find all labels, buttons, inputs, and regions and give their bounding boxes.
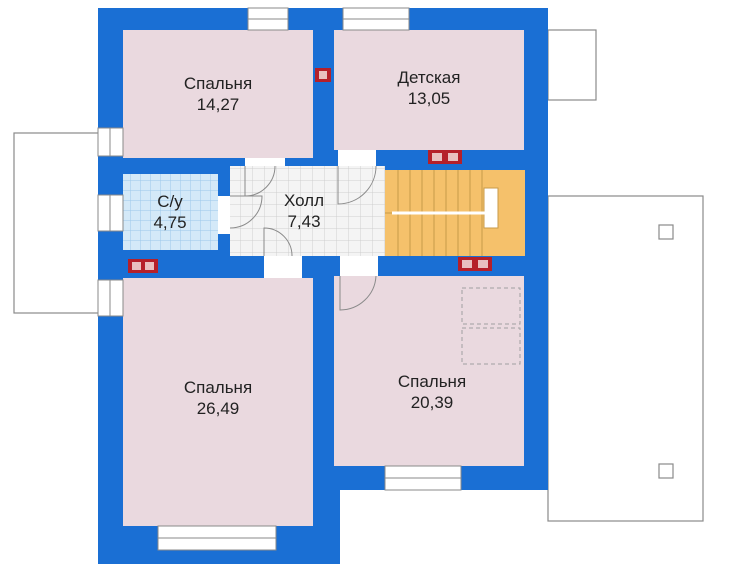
label-bedroom-bottom-right-name: Спальня bbox=[398, 372, 466, 391]
windows bbox=[97, 7, 462, 551]
outside-outlines bbox=[13, 29, 704, 522]
chimneys bbox=[128, 68, 492, 273]
label-bedroom-bottom-left-name: Спальня bbox=[184, 378, 252, 397]
label-bathroom-name: С/у bbox=[157, 192, 183, 211]
label-bedroom-top-name: Спальня bbox=[184, 74, 252, 93]
label-nursery-name: Детская bbox=[398, 68, 461, 87]
skylights bbox=[461, 287, 521, 365]
label-bathroom-area: 4,75 bbox=[153, 213, 186, 232]
room-nursery bbox=[334, 30, 524, 150]
label-hall-area: 7,43 bbox=[287, 212, 320, 231]
terrace-left bbox=[13, 132, 101, 314]
label-bedroom-bottom-right-area: 20,39 bbox=[411, 393, 454, 412]
terrace-post-lower bbox=[658, 463, 674, 479]
room-bedroom-bottom-left bbox=[123, 278, 313, 526]
door-openings bbox=[218, 150, 378, 278]
room-bedroom-bottom-right bbox=[334, 276, 524, 466]
room-bathroom bbox=[123, 174, 218, 250]
terrace-right bbox=[547, 195, 704, 522]
terrace-post-upper bbox=[658, 224, 674, 240]
stair-landing-rail bbox=[483, 187, 499, 229]
label-bedroom-bottom-left-area: 26,49 bbox=[197, 399, 240, 418]
label-bedroom-top-area: 14,27 bbox=[197, 95, 240, 114]
balcony-top-right bbox=[547, 29, 597, 101]
door-swings bbox=[229, 165, 377, 311]
room-bedroom-top bbox=[123, 30, 313, 158]
label-nursery-area: 13,05 bbox=[408, 89, 451, 108]
room-hall bbox=[230, 166, 385, 256]
label-hall-name: Холл bbox=[284, 191, 324, 210]
